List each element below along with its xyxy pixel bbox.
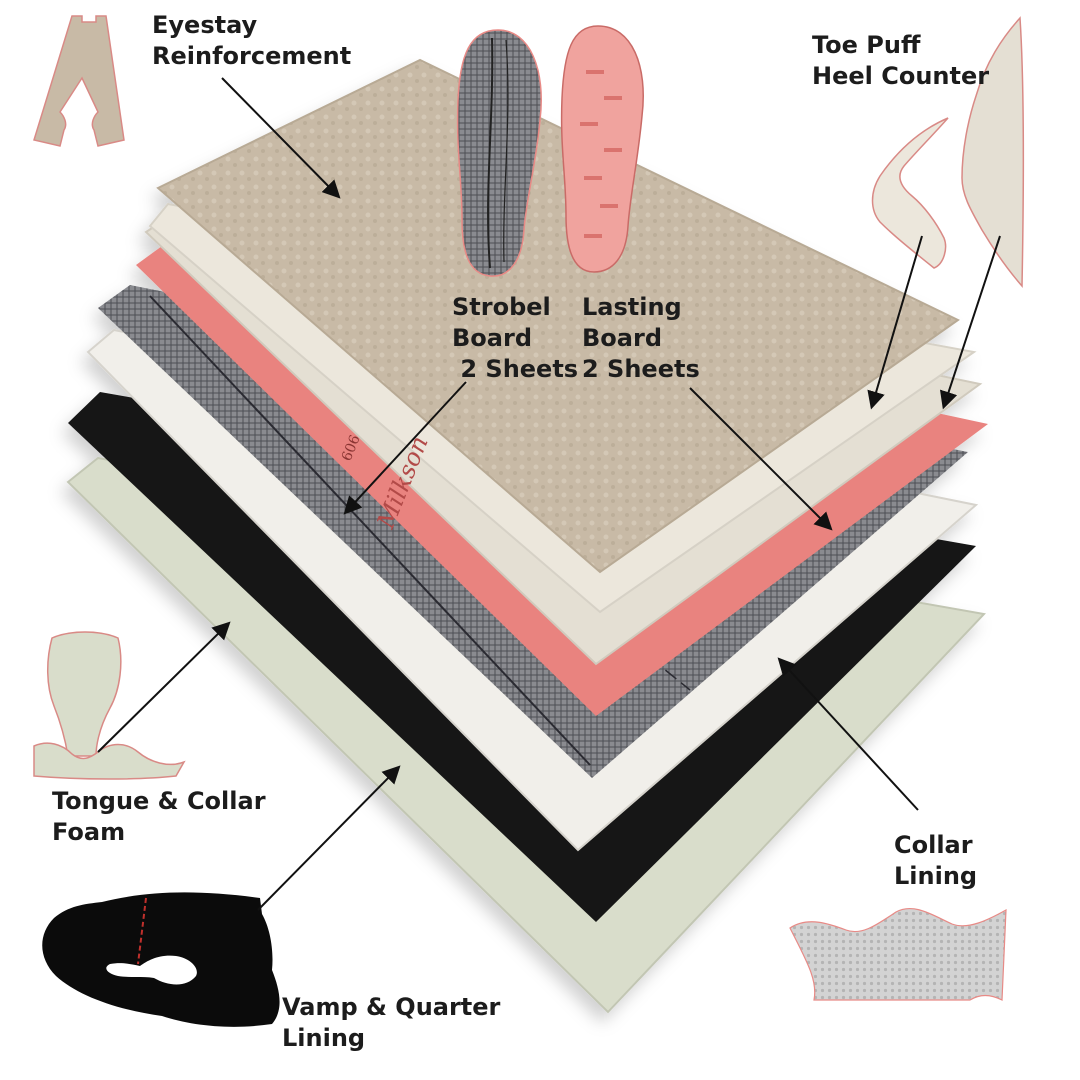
collar-lining-piece	[789, 907, 1007, 1001]
vamp-lining-arrow	[257, 765, 401, 911]
tongue-foam-piece	[46, 631, 122, 757]
strobel-arrow	[343, 381, 467, 515]
vamp-quarter-lining-label: Vamp & Quarter Lining	[282, 993, 501, 1052]
lasting-insole-piece	[560, 25, 644, 273]
strobel-insole-piece	[456, 29, 542, 277]
strobel-board-label: Strobel Board 2 Sheets	[452, 293, 579, 383]
eyestay-piece	[33, 15, 125, 147]
collar-lining-arrow	[777, 657, 919, 811]
tongue-foam-arrow	[97, 621, 231, 753]
collar-lining-label: Collar Lining	[894, 831, 978, 890]
eyestay-arrow	[221, 77, 341, 199]
tongue-collar-foam-label: Tongue & Collar Foam	[52, 787, 266, 846]
vamp-lining-piece	[42, 892, 280, 1027]
collar-foam-piece	[33, 742, 186, 780]
heel-counter-arrow	[939, 235, 1001, 410]
eyestay-reinforcement-label: Eyestay Reinforcement	[152, 11, 352, 70]
lasting-arrow	[689, 387, 833, 531]
toe-puff-piece	[871, 117, 949, 269]
eyestay-reinforcement-sheet	[156, 58, 960, 574]
lasting-board-label: Lasting Board 2 Sheets	[582, 293, 700, 383]
toe-puff-heel-counter-label: Toe Puff Heel Counter	[812, 31, 990, 90]
toe-puff-arrow	[867, 235, 923, 410]
heel-counter-piece	[961, 16, 1025, 288]
